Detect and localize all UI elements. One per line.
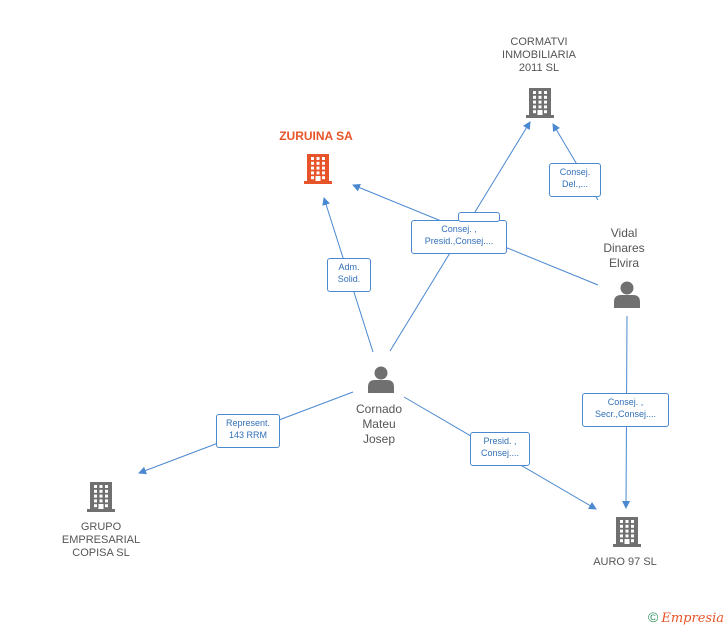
cornado-person-icon[interactable] <box>368 366 394 394</box>
node-label-auro[interactable]: AURO 97 SL <box>593 556 657 568</box>
grupo-building-icon[interactable] <box>87 482 115 512</box>
edge-label-vidal-cormatvi[interactable]: Consej. Del.,... <box>549 163 601 197</box>
node-label-grupo[interactable]: GRUPO EMPRESARIAL COPISA SL <box>61 521 141 559</box>
edge-label-vidal-auro[interactable]: Consej. , Secr.,Consej.... <box>582 393 669 427</box>
edge-label-cornado-zuruina[interactable]: Adm. Solid. <box>327 258 371 292</box>
node-label-cormatvi[interactable]: CORMATVI INMOBILIARIA 2011 SL <box>502 36 576 74</box>
vidal-person-icon[interactable] <box>614 281 640 309</box>
nodes-layer <box>87 88 641 547</box>
copyright-symbol: © <box>648 609 659 625</box>
edge-label-cornado-cormatvi[interactable]: Consej. , Presid.,Consej.... <box>411 220 507 254</box>
edge-label-vidal-zuruina[interactable] <box>458 212 500 222</box>
zuruina-building-icon[interactable] <box>304 154 332 184</box>
footer-brand[interactable]: ©Empresia <box>648 609 724 626</box>
brand-logo: Empresia <box>661 611 724 626</box>
cormatvi-building-icon[interactable] <box>526 88 554 118</box>
edge-label-cornado-auro[interactable]: Presid. , Consej.... <box>470 432 530 466</box>
node-label-vidal[interactable]: Vidal Dinares Elvira <box>603 226 645 270</box>
node-label-cornado[interactable]: Cornado Mateu Josep <box>355 402 403 446</box>
edge-label-cornado-grupo[interactable]: Represent. 143 RRM <box>216 414 280 448</box>
auro-building-icon[interactable] <box>613 517 641 547</box>
node-label-zuruina[interactable]: ZURUINA SA <box>279 129 353 143</box>
